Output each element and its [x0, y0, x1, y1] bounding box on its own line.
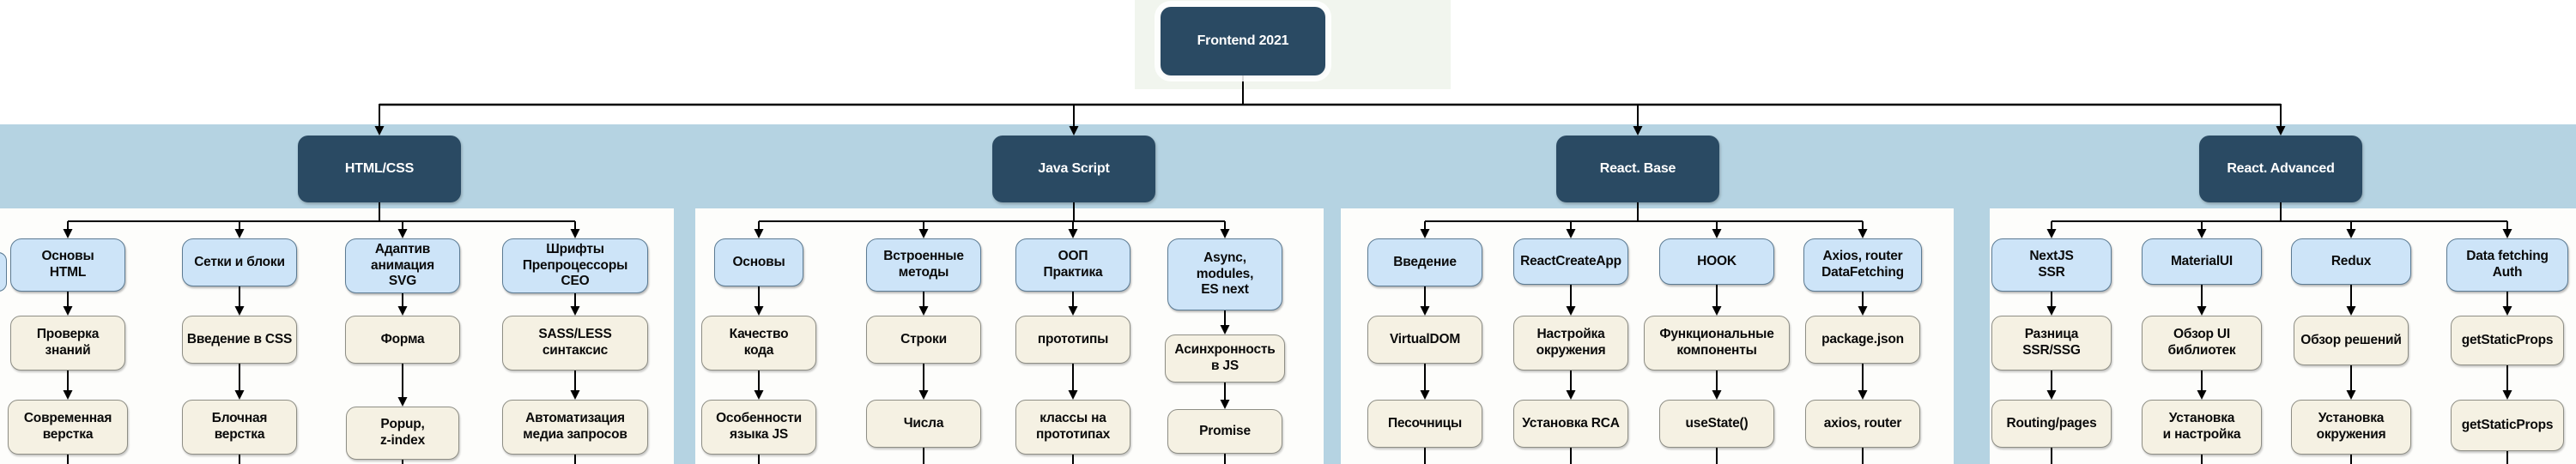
leaf-funkcionalnye-komponenty[interactable]: Функциональные компоненты [1644, 316, 1790, 371]
topic-vstroennye-metody[interactable]: Встроенные методы [866, 238, 981, 292]
topic-reactcreateapp[interactable]: ReactCreateApp [1513, 238, 1628, 285]
leaf-popup-z-index[interactable]: Popup, z-index [346, 407, 459, 460]
root-node-frontend-2021[interactable]: Frontend 2021 [1161, 7, 1325, 75]
leaf-axios-router[interactable]: axios, router [1805, 400, 1920, 448]
leaf-proverka-znanij[interactable]: Проверка знаний [10, 316, 125, 371]
topic-materialui[interactable]: MaterialUI [2142, 238, 2262, 285]
leaf-ustanovka-rca[interactable]: Установка RCA [1513, 400, 1628, 448]
leaf-obzor-ui-bibliotek[interactable]: Обзор UI библиотек [2142, 316, 2262, 371]
branch-html-css[interactable]: HTML/CSS [298, 136, 461, 202]
branch-react-advanced[interactable]: React. Advanced [2199, 136, 2362, 202]
leaf-ustanovka-i-nastrojka[interactable]: Установка и настройка [2142, 400, 2262, 455]
topic-nextjs-ssr[interactable]: NextJS SSR [1991, 238, 2112, 292]
leaf-pesochnicy[interactable]: Песочницы [1367, 400, 1482, 448]
leaf-avtomatizaciya-media-zaprosov[interactable]: Автоматизация медиа запросов [502, 400, 648, 455]
leaf-sass-less-sintaksis[interactable]: SASS/LESS синтаксис [502, 316, 648, 371]
topic-redux[interactable]: Redux [2291, 238, 2411, 285]
leaf-package-json[interactable]: package.json [1805, 316, 1920, 364]
topic-data-fetching-auth[interactable]: Data fetching Auth [2446, 238, 2568, 292]
leaf-virtualdom[interactable]: VirtualDOM [1367, 316, 1482, 364]
leaf-chisla[interactable]: Числа [866, 400, 981, 448]
leaf-osobennosti-yazyka-js[interactable]: Особенности языка JS [701, 400, 816, 455]
branch-javascript[interactable]: Java Script [992, 136, 1155, 202]
topic-axios-router-datafetching[interactable]: Axios, router DataFetching [1803, 238, 1922, 292]
leaf-blochnaya-verstka[interactable]: Блочная верстка [182, 400, 297, 455]
leaf-kachestvo-koda[interactable]: Качество кода [701, 316, 816, 371]
leaf-sovremennaya-verstka[interactable]: Современная верстка [8, 400, 128, 455]
leaf-stroki[interactable]: Строки [866, 316, 981, 364]
topic-shrifty-preprocessory-seo[interactable]: Шрифты Препроцессоры CEO [502, 238, 648, 293]
leaf-obzor-reshenij[interactable]: Обзор решений [2294, 316, 2409, 365]
topic-async-modules-esnext[interactable]: Async, modules, ES next [1167, 238, 1282, 310]
leaf-prototipy[interactable]: прототипы [1015, 316, 1130, 364]
leaf-asinhronnost-v-js[interactable]: Асинхронность в JS [1165, 334, 1285, 383]
leaf-forma[interactable]: Форма [345, 316, 460, 364]
topic-react-vvedenie[interactable]: Введение [1367, 238, 1482, 286]
topic-hook[interactable]: HOOK [1659, 238, 1774, 285]
leaf-usestate[interactable]: useState() [1659, 400, 1774, 448]
leaf-vvedenie-v-css[interactable]: Введение в CSS [182, 316, 297, 364]
leaf-promise[interactable]: Promise [1167, 409, 1282, 454]
leaf-routing-pages[interactable]: Routing/pages [1991, 400, 2112, 448]
leaf-getstaticprops-2[interactable]: getStaticProps [2451, 400, 2564, 451]
branch-react-base[interactable]: React. Base [1556, 136, 1719, 202]
topic-setki-i-bloki[interactable]: Сетки и блоки [182, 238, 297, 286]
leaf-raznica-ssr-ssg[interactable]: Разница SSR/SSG [1991, 316, 2112, 371]
leaf-ustanovka-okruzheniya[interactable]: Установка окружения [2291, 400, 2411, 455]
topic-osnovy-html[interactable]: Основы HTML [10, 238, 125, 292]
leaf-klassy-na-prototipah[interactable]: классы на прототипах [1015, 400, 1130, 455]
leaf-getstaticprops-1[interactable]: getStaticProps [2451, 316, 2564, 365]
topic-js-osnovy[interactable]: Основы [714, 238, 803, 286]
topic-adaptiv-animacia-svg[interactable]: Адаптив анимация SVG [345, 238, 460, 293]
leaf-nastrojka-okruzheniya[interactable]: Настройка окружения [1513, 316, 1628, 371]
topic-oop-praktika[interactable]: ООП Практика [1015, 238, 1130, 292]
